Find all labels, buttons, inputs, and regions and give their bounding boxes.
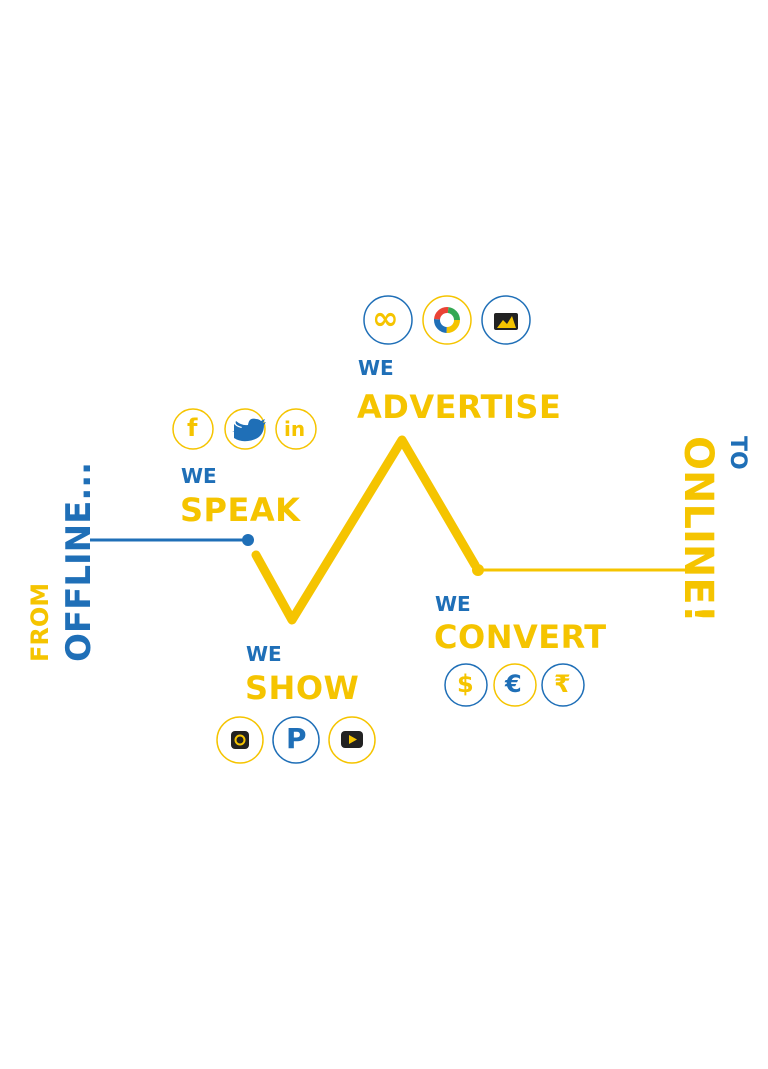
online-label: ONLINE! [675, 436, 721, 623]
convert-we-label: WE [435, 592, 471, 616]
meta-glyph: ∞ [372, 299, 399, 337]
linkedin-icon [275, 408, 317, 450]
advertise-label: ADVERTISE [357, 388, 562, 426]
euro-glyph: € [505, 670, 522, 698]
show-icons [216, 716, 376, 764]
google-ads-icon [422, 295, 472, 345]
facebook-glyph: f [187, 414, 198, 442]
to-label: TO [725, 436, 750, 470]
rupee-icon [541, 663, 585, 707]
instagram-glyph [231, 731, 249, 749]
campaign-chart [497, 316, 516, 328]
pinterest-glyph: P [286, 722, 307, 755]
google-ring-green [434, 307, 460, 333]
pinterest-icon [272, 716, 320, 764]
campaign-icon [481, 295, 531, 345]
from-label: FROM [26, 582, 54, 662]
dollar-glyph: $ [457, 670, 474, 698]
instagram-lens [234, 734, 246, 746]
twitter-bird-shape [232, 418, 266, 442]
rupee-glyph: ₹ [554, 670, 571, 698]
linkedin-glyph: in [284, 417, 306, 441]
show-label: SHOW [245, 669, 360, 707]
youtube-play [349, 735, 357, 744]
zigzag-line [251, 435, 480, 625]
dollar-icon [444, 663, 488, 707]
google-ring-red [434, 307, 460, 333]
convert-icons [444, 663, 585, 707]
show-we-label: WE [246, 642, 282, 666]
convert-label: CONVERT [434, 618, 607, 656]
instagram-icon [216, 716, 264, 764]
twitter-icon [224, 408, 266, 450]
speak-node [242, 534, 254, 546]
meta-icon [363, 295, 413, 345]
facebook-icon [172, 408, 214, 450]
euro-icon [493, 663, 537, 707]
offline-label: OFFLINE... [59, 461, 99, 662]
advertise-icons [363, 295, 531, 345]
speak-label: SPEAK [180, 491, 301, 529]
google-ring-blue [434, 307, 460, 333]
youtube-icon [328, 716, 376, 764]
speak-icons [172, 408, 317, 450]
speak-we-label: WE [181, 464, 217, 488]
advertise-we-label: WE [358, 356, 394, 380]
